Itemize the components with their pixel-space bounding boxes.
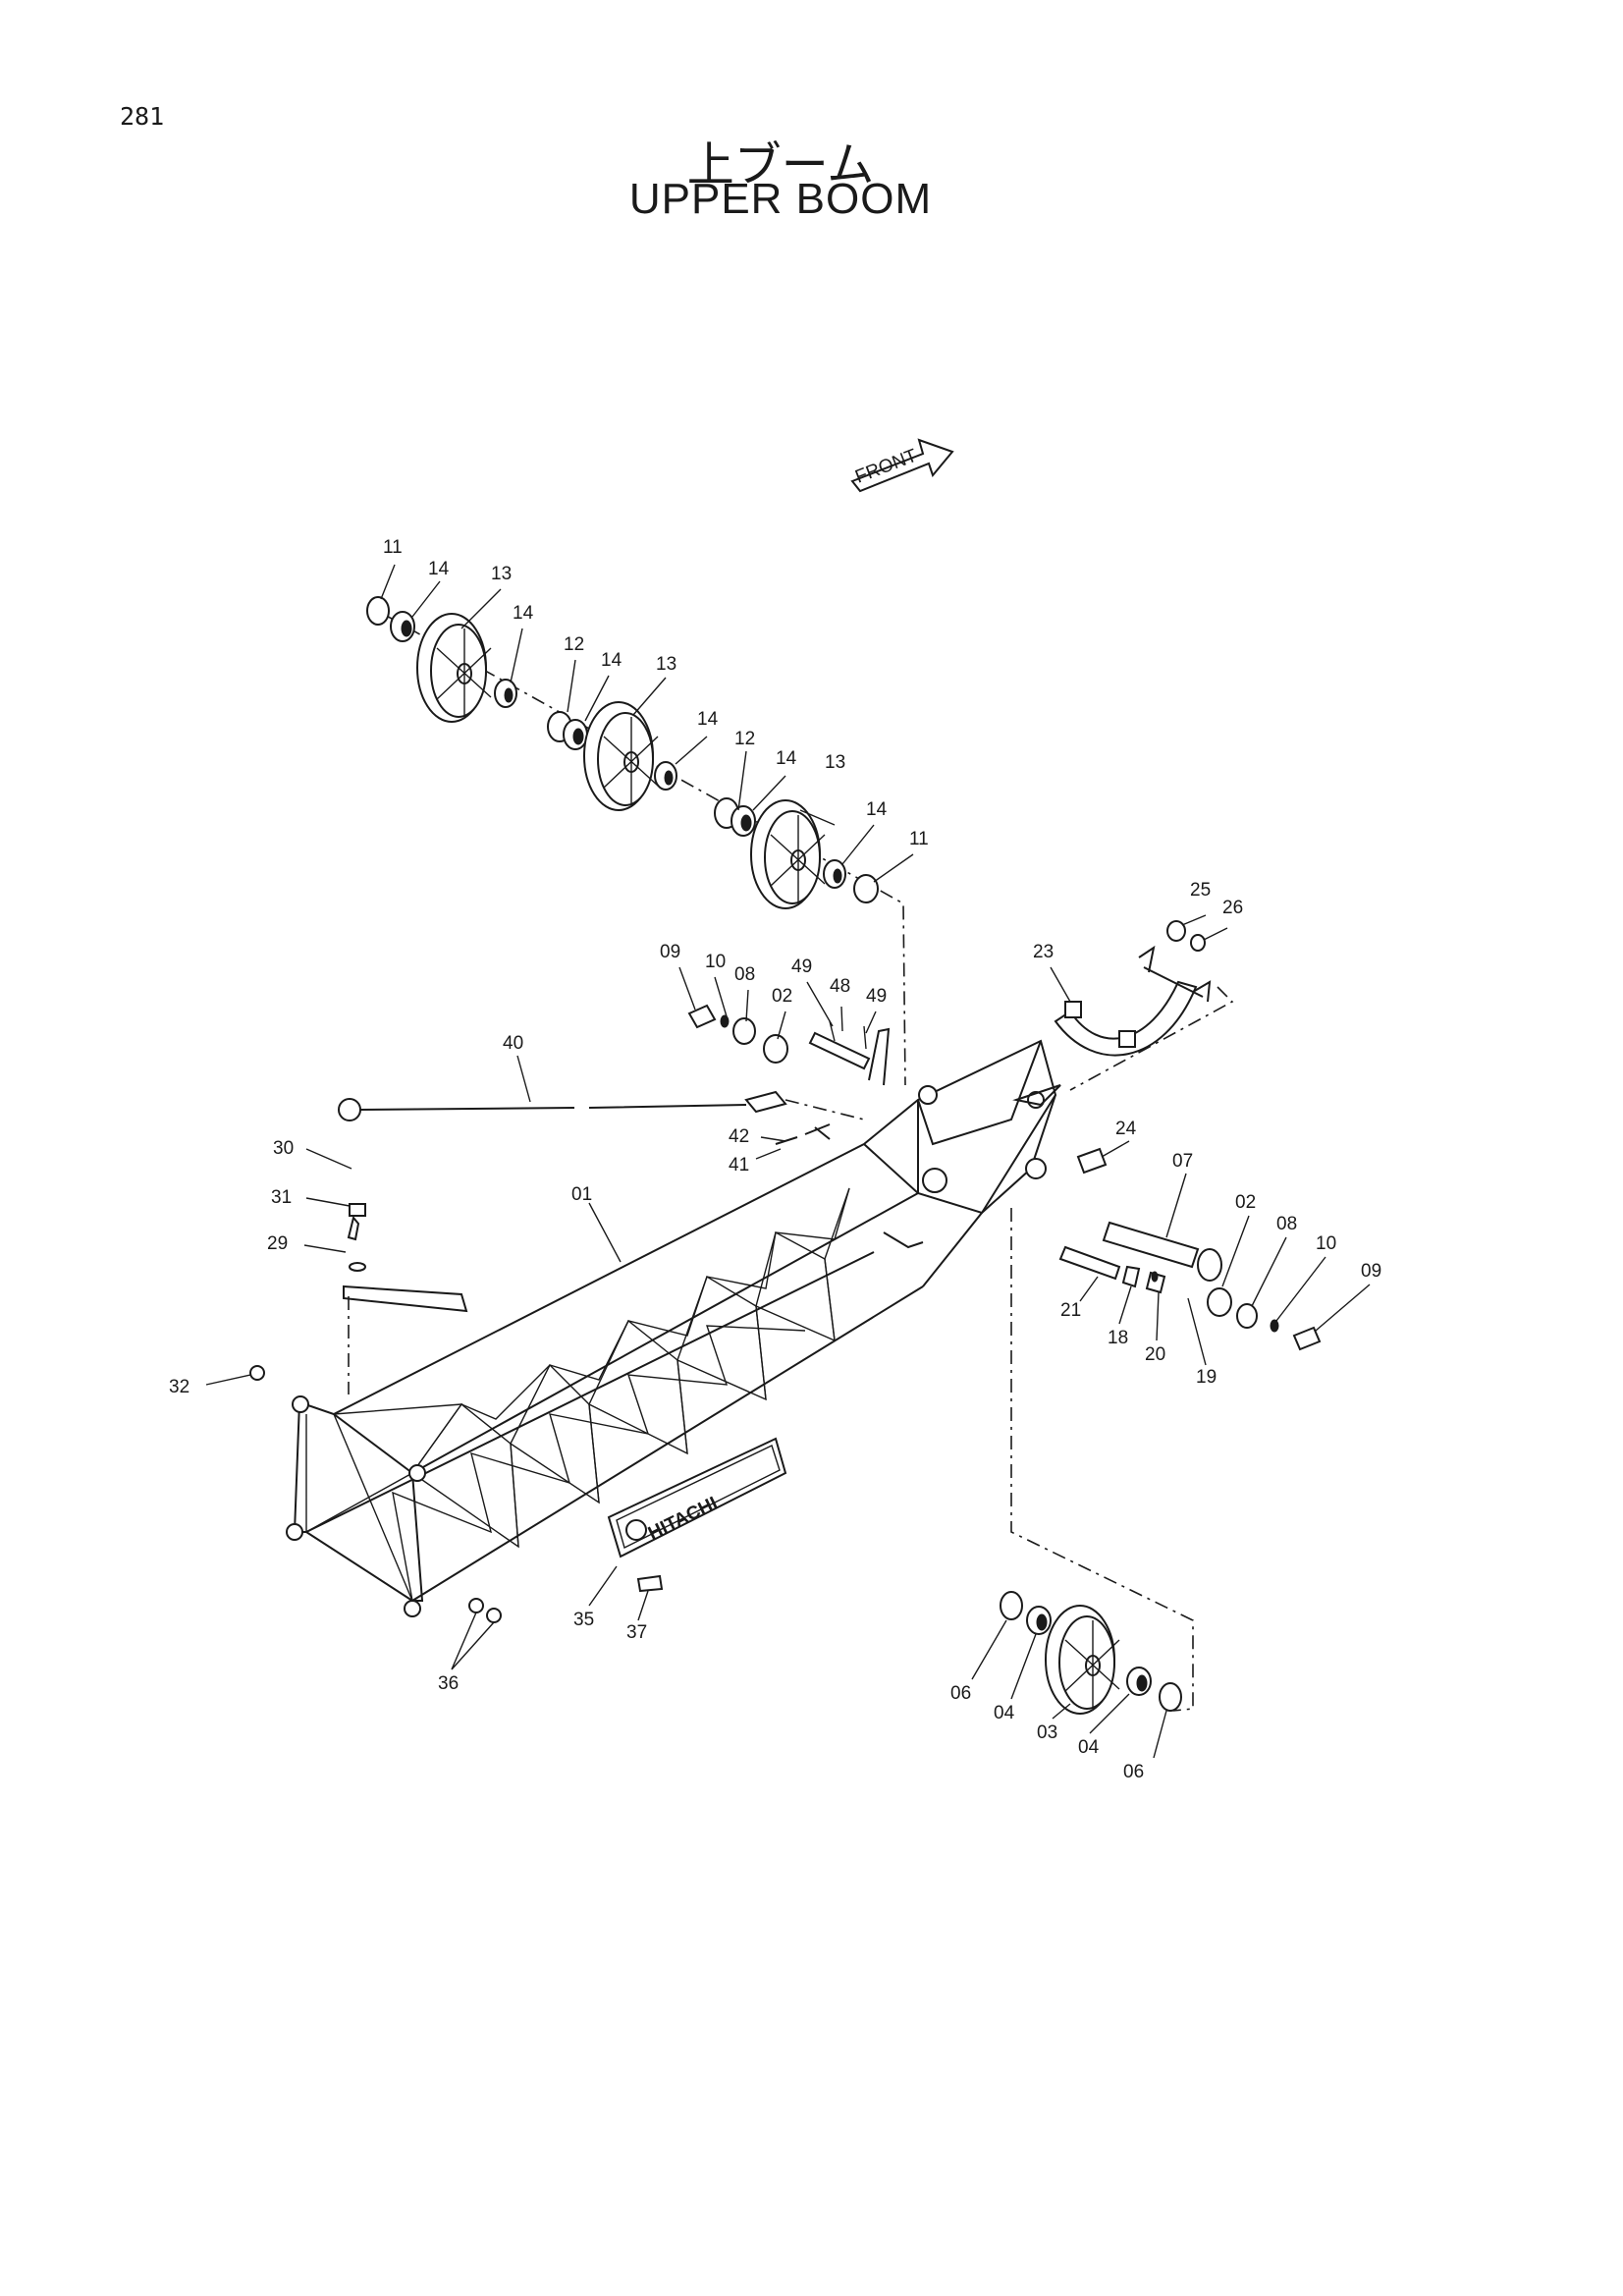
title-japanese: 上ブーム bbox=[686, 137, 875, 192]
callout: 02 bbox=[1235, 1192, 1256, 1213]
callout: 04 bbox=[994, 1703, 1015, 1723]
callout: 36 bbox=[438, 1673, 459, 1694]
callout: 14 bbox=[697, 709, 719, 730]
callout: 06 bbox=[1123, 1762, 1144, 1782]
callout: 14 bbox=[601, 650, 622, 671]
callout: 19 bbox=[1196, 1367, 1217, 1388]
lower-sheave-assembly bbox=[1000, 1208, 1194, 1715]
callout: 25 bbox=[1190, 880, 1211, 901]
boom-lattice bbox=[286, 1143, 924, 1617]
callout: 32 bbox=[169, 1377, 189, 1397]
callout: 26 bbox=[1222, 898, 1243, 918]
callout: 40 bbox=[503, 1033, 523, 1054]
upper-sheave-assembly bbox=[366, 596, 906, 1086]
callout: 11 bbox=[383, 537, 403, 558]
callout: 13 bbox=[656, 654, 676, 675]
front-arrow-icon: FRONT bbox=[850, 438, 954, 493]
callout-labels: 11 14 13 14 12 14 13 14 12 14 13 14 11 2… bbox=[169, 537, 1381, 1782]
callout: 20 bbox=[1145, 1344, 1165, 1365]
callout: 09 bbox=[1361, 1261, 1381, 1282]
callout: 49 bbox=[791, 957, 812, 977]
sheave-03 bbox=[1045, 1605, 1120, 1715]
callout: 09 bbox=[660, 942, 680, 962]
callout: 42 bbox=[729, 1126, 749, 1147]
boom-head-bracket bbox=[863, 1027, 1061, 1287]
callout: 14 bbox=[866, 799, 888, 820]
callout: 02 bbox=[772, 986, 792, 1007]
callout: 35 bbox=[573, 1610, 594, 1630]
title-english: UPPER BOOM bbox=[628, 175, 933, 223]
callout: 41 bbox=[729, 1155, 749, 1175]
pendant-rod-40 bbox=[338, 1090, 865, 1145]
callout: 01 bbox=[571, 1184, 592, 1205]
callout: 10 bbox=[705, 952, 726, 972]
callout: 14 bbox=[428, 559, 450, 579]
callout: 24 bbox=[1115, 1119, 1137, 1139]
callout: 11 bbox=[909, 829, 929, 849]
callout: 48 bbox=[830, 976, 850, 997]
pin-set-right bbox=[1058, 1147, 1322, 1351]
callout: 14 bbox=[513, 603, 534, 624]
callout: 37 bbox=[626, 1622, 647, 1643]
callout: 04 bbox=[1078, 1737, 1100, 1758]
callout: 12 bbox=[564, 634, 584, 655]
leader-lines bbox=[205, 564, 1371, 1759]
page-number: 281 bbox=[120, 102, 165, 131]
callout: 18 bbox=[1108, 1328, 1128, 1348]
callout: 08 bbox=[734, 964, 755, 985]
sheave-13-b bbox=[583, 701, 659, 811]
callout: 31 bbox=[271, 1187, 292, 1208]
pin-set-upper bbox=[687, 1004, 871, 1070]
callout: 07 bbox=[1172, 1151, 1193, 1172]
callout: 30 bbox=[273, 1138, 294, 1159]
bracket-23 bbox=[1054, 920, 1234, 1091]
stiffener-29 bbox=[249, 1203, 468, 1394]
callout: 03 bbox=[1037, 1722, 1057, 1743]
sheave-13-a bbox=[416, 613, 492, 723]
callout: 23 bbox=[1033, 942, 1054, 962]
sheave-13-c bbox=[750, 799, 826, 909]
callout: 21 bbox=[1060, 1300, 1081, 1321]
callout: 14 bbox=[776, 748, 797, 769]
callout: 49 bbox=[866, 986, 887, 1007]
callout: 13 bbox=[491, 564, 512, 584]
callout: 12 bbox=[734, 729, 755, 749]
callout: 29 bbox=[267, 1233, 288, 1254]
callout: 13 bbox=[825, 752, 845, 773]
callout: 06 bbox=[950, 1683, 971, 1704]
callout: 08 bbox=[1276, 1214, 1297, 1234]
callout: 10 bbox=[1316, 1233, 1336, 1254]
